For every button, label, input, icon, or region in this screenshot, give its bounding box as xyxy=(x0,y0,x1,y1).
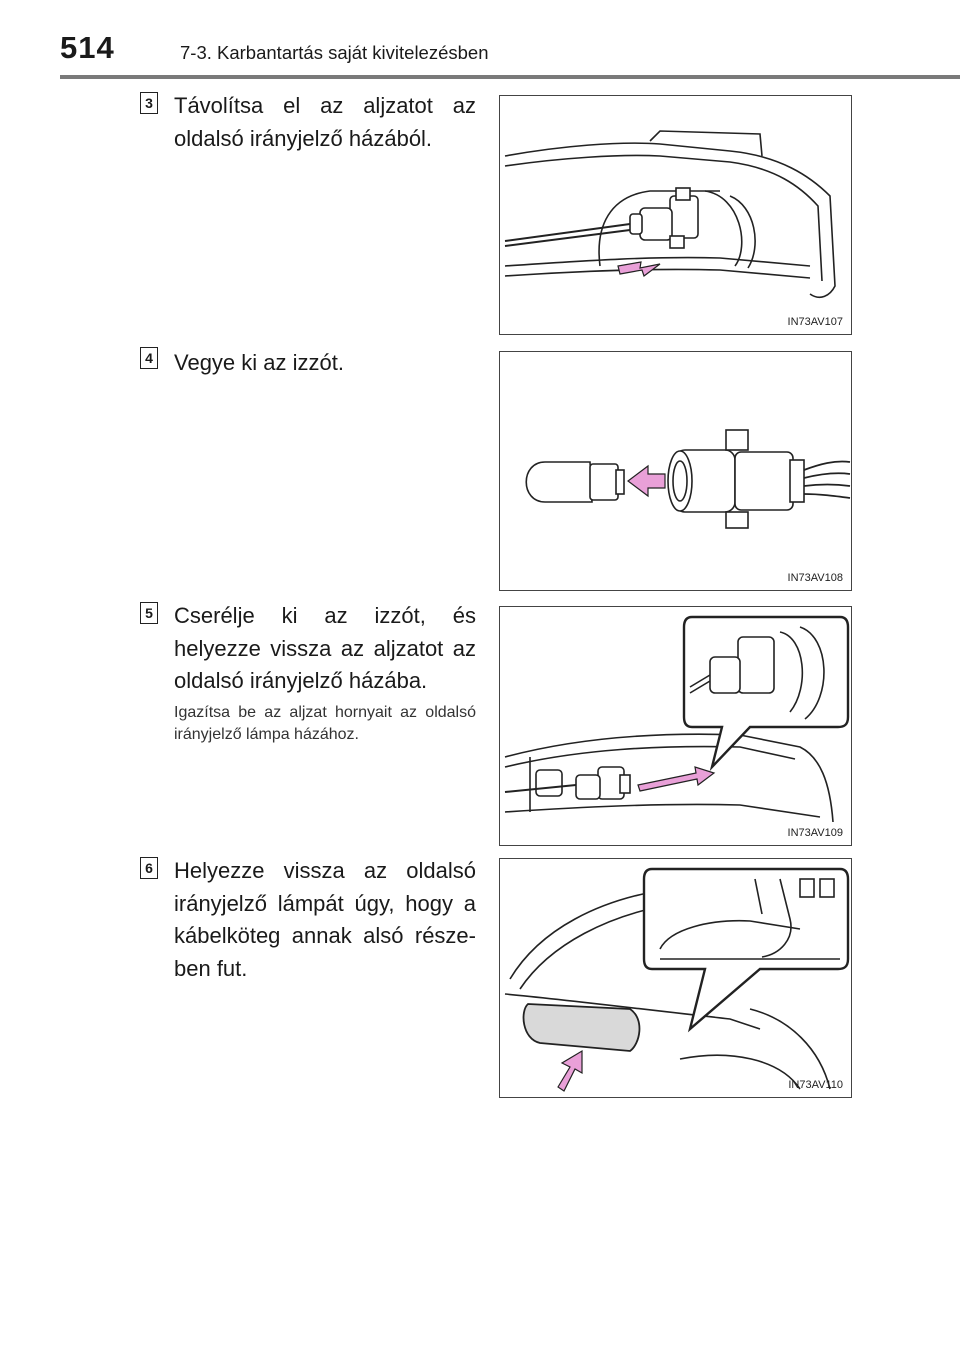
step-instruction: Vegye ki az izzót. xyxy=(174,350,344,375)
socket-removal-illustration xyxy=(504,130,836,298)
header-rule xyxy=(60,75,960,79)
step-note: Igazítsa be az aljzat hornyait az oldals… xyxy=(174,704,476,743)
step-number-badge: 5 xyxy=(140,602,158,624)
step-5: 5 Cserélje ki az izzót, és helyezze viss… xyxy=(140,602,480,842)
socket-install-illustration xyxy=(504,615,850,823)
chapter-title: 7-3. Karbantartás saját kivitelezésben xyxy=(180,42,489,63)
step-number-badge: 4 xyxy=(140,347,158,369)
figure-socket-install: IN73AV109 xyxy=(499,606,852,846)
step-4: 4 Vegye ki az izzót. xyxy=(140,347,480,587)
figure-code: IN73AV110 xyxy=(788,1079,843,1091)
step-instruction: Helyezze vissza az oldalsó irányjelző lá… xyxy=(174,858,476,981)
step-instruction: Távolítsa el az aljzatot az oldalsó irán… xyxy=(174,93,476,151)
figure-socket-removal: IN73AV107 xyxy=(499,95,852,335)
arrow-icon xyxy=(627,464,666,498)
bulb-removal-illustration xyxy=(525,429,851,529)
page-number: 514 xyxy=(60,30,115,65)
figure-code: IN73AV107 xyxy=(787,316,843,328)
arrow-icon xyxy=(637,766,716,792)
step-3: 3 Távolítsa el az aljzatot az oldalsó ir… xyxy=(140,92,480,332)
arrow-icon xyxy=(617,261,661,277)
step-6: 6 Helyezze vissza az oldalsó irányjelző … xyxy=(140,857,480,1097)
page-header: 514 7-3. Karbantartás saját kivitelezésb… xyxy=(0,0,960,80)
lamp-install-illustration xyxy=(504,867,850,1092)
figure-lamp-install: IN73AV110 xyxy=(499,858,852,1098)
figure-code: IN73AV108 xyxy=(787,572,843,584)
step-instruction: Cserélje ki az izzót, és helyezze vissza… xyxy=(174,603,476,693)
step-number-badge: 3 xyxy=(140,92,158,114)
step-number-badge: 6 xyxy=(140,857,158,879)
arrow-icon xyxy=(557,1049,583,1092)
figure-bulb-removal: IN73AV108 xyxy=(499,351,852,591)
figure-code: IN73AV109 xyxy=(787,827,843,839)
